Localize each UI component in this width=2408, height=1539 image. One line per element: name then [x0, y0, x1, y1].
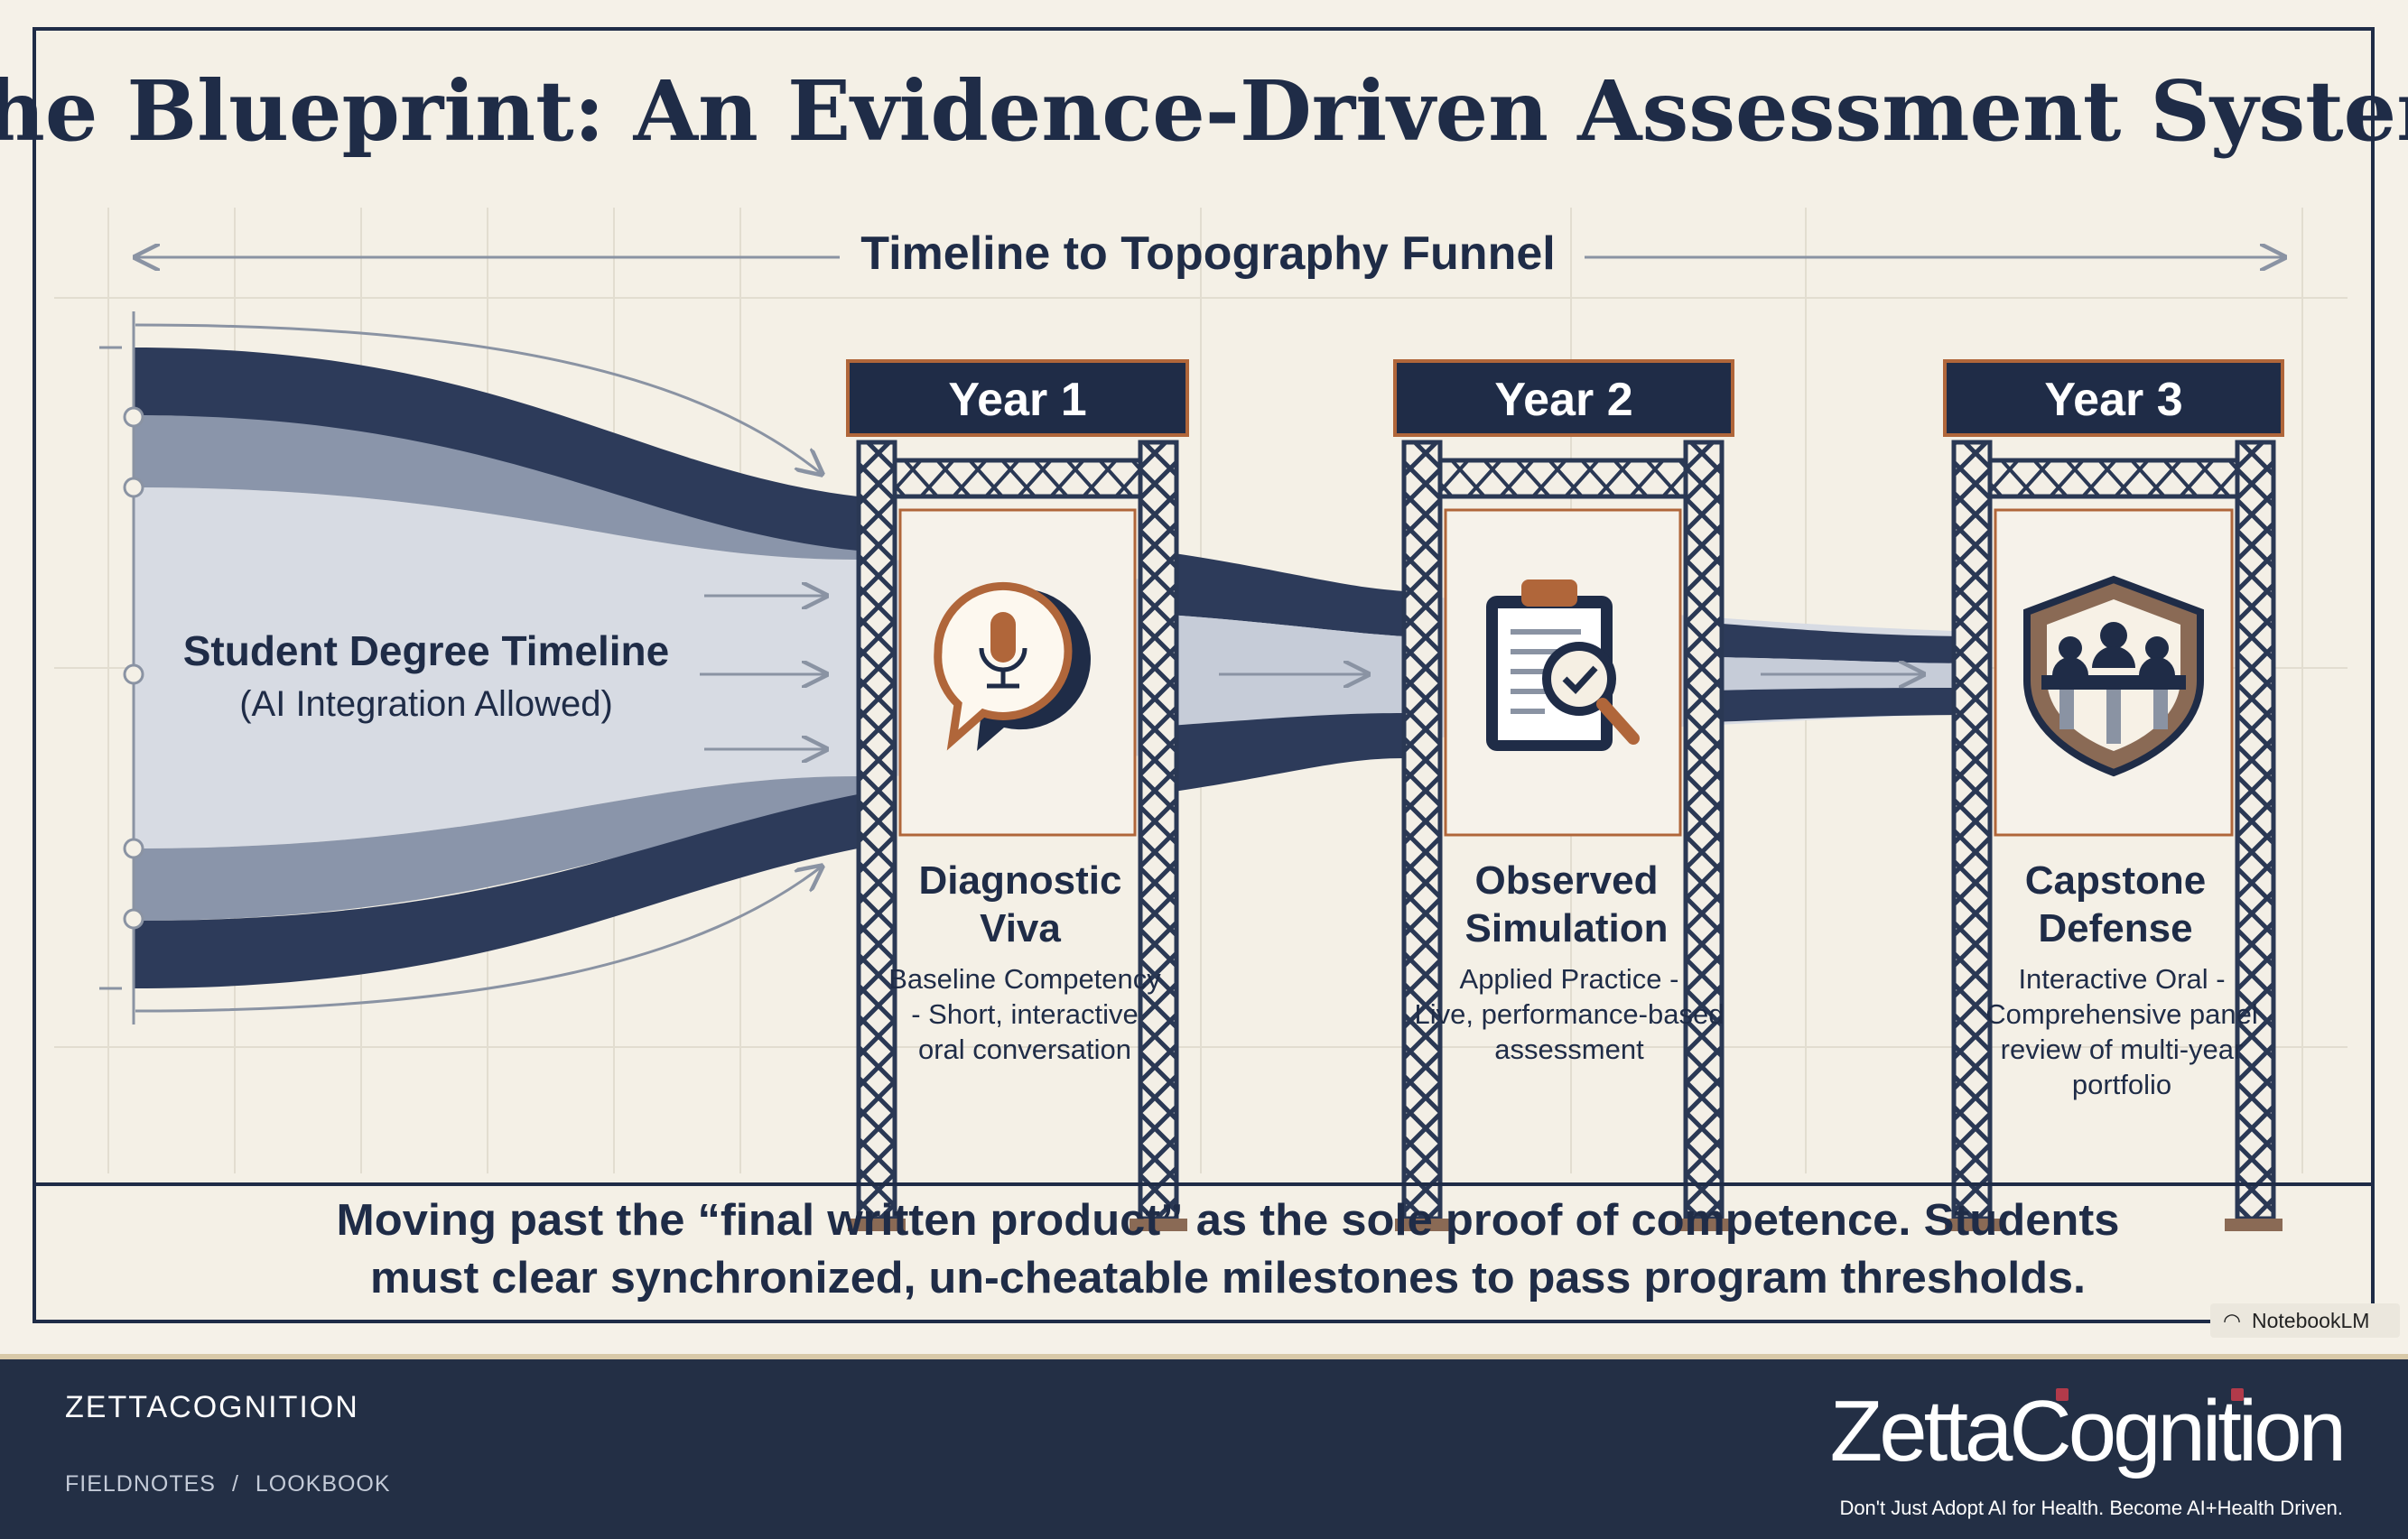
breadcrumb-fieldnotes[interactable]: FIELDNOTES: [65, 1471, 216, 1497]
stage-text-2: Observed Simulation Applied Practice - L…: [1415, 858, 1725, 1065]
stage-name: Simulation: [1465, 906, 1669, 950]
logo-accent-dot: [2056, 1388, 2069, 1401]
stage-text-1: Diagnostic Viva Baseline Competency - Sh…: [888, 858, 1161, 1065]
breadcrumb-separator: /: [231, 1471, 239, 1497]
logo-accent-dot: [2231, 1388, 2244, 1401]
stage-name: Diagnostic: [919, 858, 1122, 903]
funnel-bands: [134, 348, 1977, 988]
breadcrumb: FIELDNOTES / LOOKBOOK: [65, 1471, 400, 1497]
footer-brand[interactable]: ZETTACOGNITION: [65, 1390, 359, 1424]
stage-name: Defense: [2038, 906, 2192, 950]
stage-desc: Applied Practice -: [1460, 963, 1679, 995]
stage-desc: assessment: [1494, 1034, 1644, 1065]
timeline-ruler: [99, 311, 144, 1024]
notebooklm-watermark: ◠ NotebookLM: [2210, 1303, 2400, 1338]
logo-tagline: Don't Just Adopt AI for Health. Become A…: [1839, 1497, 2343, 1519]
stage-desc: Interactive Oral -: [2018, 963, 2225, 995]
infographic-slide: The Blueprint: An Evidence-Driven Assess…: [0, 27, 2408, 1323]
zettacognition-logo[interactable]: ZettaCognition Don't Just Adopt AI for H…: [1783, 1383, 2347, 1531]
stage-desc: Baseline Competency: [888, 963, 1161, 995]
breadcrumb-lookbook[interactable]: LOOKBOOK: [255, 1471, 391, 1497]
shield-panel-icon: [2023, 575, 2204, 777]
stage-desc: review of multi-year: [2001, 1034, 2244, 1065]
stage-year-label: Year 3: [2044, 374, 2182, 426]
stage-name: Observed: [1475, 858, 1659, 903]
microphone-speech-bubble-icon: [934, 581, 1091, 751]
logo-wordmark: ZettaCognition: [1829, 1383, 2347, 1479]
site-footer: ZETTACOGNITION FIELDNOTES / LOOKBOOK Zet…: [0, 1354, 2408, 1539]
stage-name: Capstone: [2025, 858, 2206, 903]
timeline-sublabel: (AI Integration Allowed): [239, 684, 613, 724]
stage-gate-3: Year 3: [1943, 359, 2284, 1231]
notebooklm-icon: ◠: [2223, 1309, 2242, 1332]
timeline-label: Student Degree Timeline: [183, 627, 670, 674]
watermark-text: NotebookLM: [2252, 1309, 2370, 1332]
caption-line-1: Moving past the “final written product” …: [337, 1196, 2120, 1245]
stage-desc: oral conversation: [918, 1034, 1131, 1065]
page-title: The Blueprint: An Evidence-Driven Assess…: [0, 62, 2408, 160]
clipboard-magnifier-icon: [1486, 579, 1640, 751]
stage-desc: Comprehensive panel: [1985, 998, 2258, 1030]
stage-desc: - Short, interactive: [911, 998, 1139, 1030]
stage-year-label: Year 2: [1494, 374, 1632, 426]
caption-line-2: must clear synchronized, un-cheatable mi…: [370, 1254, 2086, 1303]
funnel-label: Timeline to Topography Funnel: [860, 227, 1555, 280]
stage-year-label: Year 1: [948, 374, 1086, 426]
stage-gate-2: Year 2: [1393, 359, 1734, 1231]
stage-text-3: Capstone Defense Interactive Oral - Comp…: [1985, 858, 2258, 1100]
stage-name: Viva: [980, 906, 1061, 950]
stage-desc: Live, performance-based: [1415, 998, 1725, 1030]
stage-gate-1: Year 1: [846, 359, 1189, 1231]
stage-desc: portfolio: [2072, 1069, 2171, 1100]
flow-arrows: [135, 323, 1923, 1013]
